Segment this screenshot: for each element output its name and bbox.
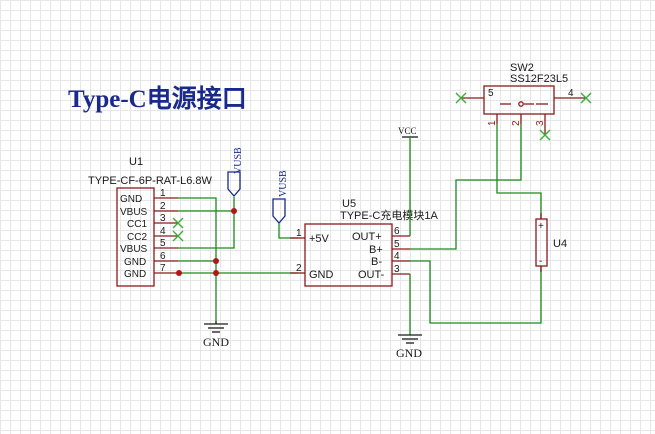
u5-pin-number: 1 (296, 228, 302, 239)
sw2-pin-number: 1 (487, 120, 498, 126)
no-connect-sw2-p3-icon (539, 129, 551, 141)
sw2-switch[interactable]: SW2 SS12F23L5 5 4 1 2 3 (462, 62, 586, 134)
vusb-label-2: VUSB (278, 170, 289, 197)
u4-body[interactable] (535, 218, 548, 267)
u1-pin-number: 2 (160, 201, 166, 212)
gnd-label-2: GND (396, 346, 422, 360)
u5-pin-number: 4 (394, 251, 400, 262)
sw2-ref: SW2 (510, 62, 534, 74)
u1-pin-name: GND (124, 257, 146, 268)
u5-pin-number: 2 (296, 263, 302, 274)
u5-pin-number: 3 (394, 264, 400, 275)
u1-pin-number: 7 (160, 263, 166, 274)
no-connect-sw2-p4-icon (580, 92, 592, 104)
junction-dot (213, 258, 219, 264)
u1-pin-name: CC1 (127, 219, 147, 230)
u1-pin-name: GND (124, 269, 146, 280)
vcc-symbol: VCC (398, 126, 418, 138)
net-flag-icon (227, 171, 241, 197)
vcc-label: VCC (398, 126, 417, 136)
junction-dot (213, 270, 219, 276)
sw2-pin-number: 2 (511, 120, 522, 126)
no-connect-cc2-icon (172, 230, 184, 242)
u1-ref: U1 (129, 156, 143, 168)
u1-pin-name: GND (120, 194, 142, 205)
gnd-symbol-1: GND (203, 321, 229, 349)
u5-body[interactable] (304, 223, 393, 287)
u5-pin-name: B- (371, 256, 382, 268)
u5-value: TYPE-C充电模块1A (340, 208, 438, 222)
gnd-symbol-2: GND (396, 334, 422, 360)
sw2-pin-number: 4 (568, 88, 574, 99)
wire-bplus-sw2[interactable] (410, 124, 522, 250)
u1-pin-name: CC2 (127, 232, 147, 243)
u4-minus: - (539, 256, 542, 267)
u5-pin-name: GND (309, 269, 334, 281)
u1-connector[interactable]: U1 TYPE-CF-6P-RAT-L6.8W GND VBUS CC1 CC2… (88, 156, 212, 287)
u5-pin-name: +5V (309, 233, 330, 245)
junction-dot (231, 208, 237, 214)
net-flag-icon (272, 198, 286, 224)
u1-body[interactable] (116, 187, 155, 287)
u1-pin-number: 6 (160, 251, 166, 262)
junction-dot (176, 270, 182, 276)
u4-ref: U4 (553, 238, 567, 250)
schematic-title: Type-C电源接口 (68, 85, 247, 113)
wire-bminus-battery[interactable] (410, 260, 542, 324)
u5-pin-name: OUT- (358, 269, 385, 281)
no-connect-cc1-icon (172, 217, 184, 229)
sw2-body[interactable] (483, 85, 555, 115)
u1-value: TYPE-CF-6P-RAT-L6.8W (88, 175, 212, 187)
sw2-pin-number: 3 (535, 120, 546, 126)
gnd-label-1: GND (203, 335, 229, 349)
vusb-flag-1[interactable]: VUSB (227, 147, 244, 197)
sw2-pin-number: 5 (488, 88, 494, 99)
u5-pin-name: B+ (369, 244, 383, 256)
u5-pin-number: 5 (394, 239, 400, 250)
u5-pin-number: 6 (394, 226, 400, 237)
u1-pin-number: 3 (160, 213, 166, 224)
vusb-flag-2[interactable]: VUSB (272, 170, 289, 224)
u1-pin-number: 1 (160, 188, 166, 199)
u5-ref: U5 (342, 198, 356, 210)
u5-pin-name: OUT+ (352, 231, 382, 243)
u1-pin-number: 4 (160, 226, 166, 237)
vusb-label-1: VUSB (233, 147, 244, 174)
no-connect-sw2-p5-icon (455, 92, 467, 104)
sw2-value: SS12F23L5 (510, 73, 568, 85)
wire-gnd-u1[interactable] (178, 197, 217, 321)
u1-pin-name: VBUS (120, 207, 148, 218)
u4-battery[interactable]: + - U4 (535, 213, 567, 272)
wire-sw2-battery[interactable] (496, 124, 542, 219)
u1-pin-number: 5 (160, 238, 166, 249)
u4-plus: + (538, 221, 544, 232)
u5-module[interactable]: U5 TYPE-C充电模块1A 1 2 +5V GND OUT+ B+ B- O… (290, 198, 438, 287)
u1-pin-name: VBUS (120, 244, 148, 255)
wire-vbus-pin5[interactable] (178, 197, 235, 249)
